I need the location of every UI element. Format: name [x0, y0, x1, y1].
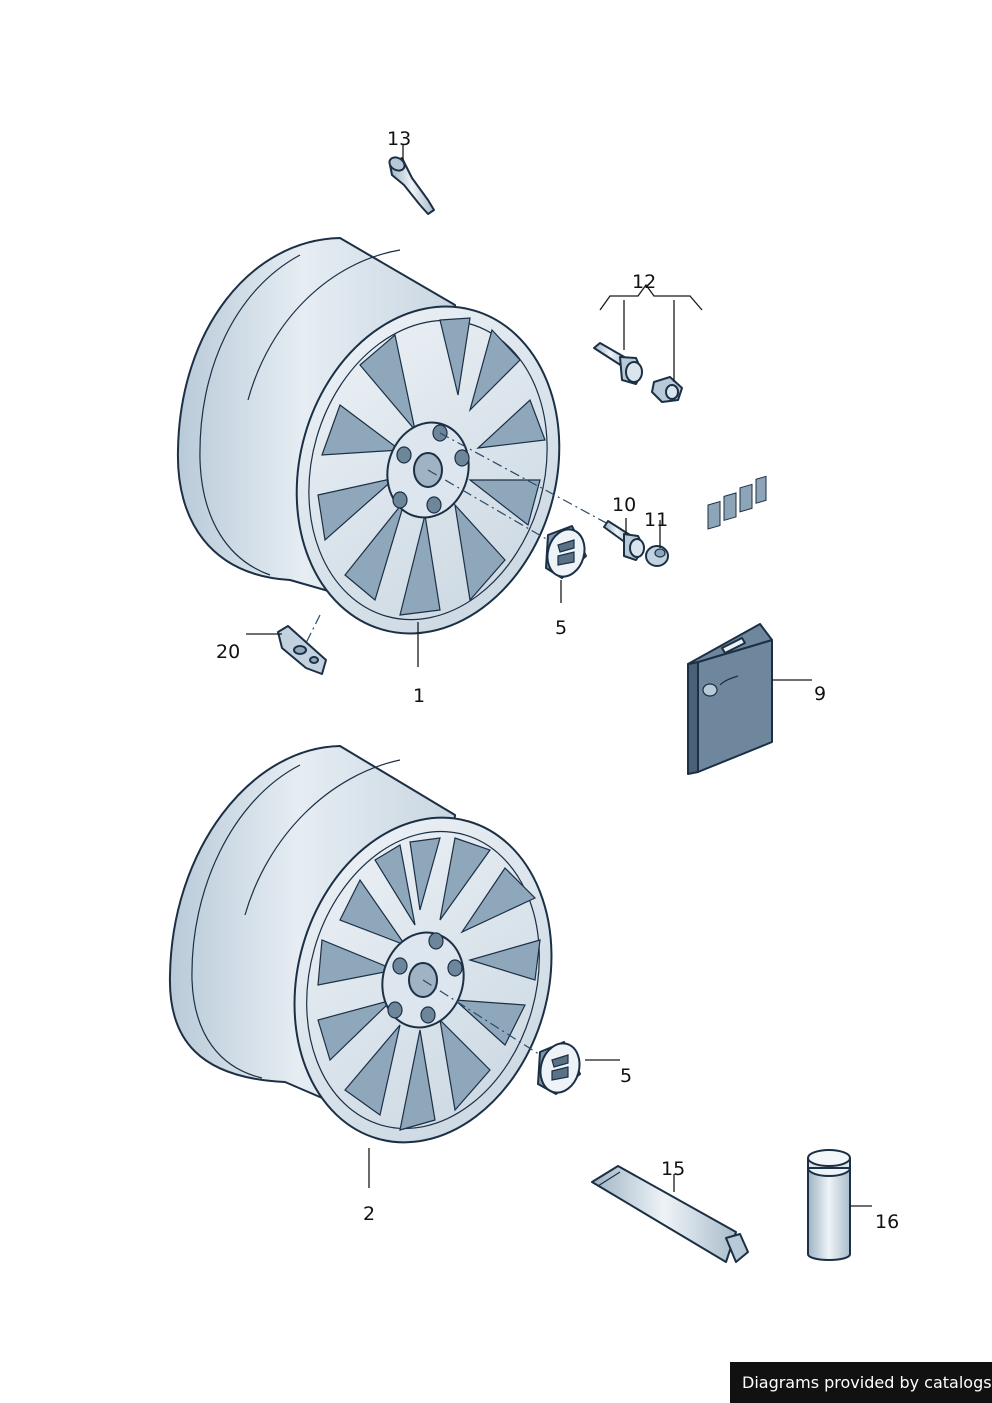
callout-5-lower: 5: [620, 1065, 632, 1087]
wheel-nut-12: [651, 376, 683, 403]
bolt-cap-11: [645, 545, 669, 567]
callout-2: 2: [363, 1203, 375, 1225]
pressure-sensor: [277, 625, 327, 675]
callout-13: 13: [387, 128, 411, 150]
wheel-bolt-12: [593, 342, 643, 385]
wheel-lock-pack: [687, 475, 773, 775]
wheel-1-windows: [317, 317, 546, 616]
wheel-2-bolt-holes: [387, 932, 463, 1024]
callout-11: 11: [644, 509, 668, 531]
callout-12: 12: [632, 271, 656, 293]
callout-labels: 13 12 10 11 5 20 1 9 5 15 2 16: [216, 128, 899, 1233]
credit-banner: Diagrams provided by catalogs parts: [730, 1362, 992, 1403]
hub-cap-2: [537, 1041, 581, 1095]
leader-lines: [246, 145, 872, 1207]
callout-5-upper: 5: [555, 617, 567, 639]
grease-tube: [591, 1165, 749, 1263]
alloy-wheel-1: [176, 237, 611, 646]
callout-16: 16: [875, 1211, 899, 1233]
callout-9: 9: [814, 683, 826, 705]
callout-1: 1: [413, 685, 425, 707]
wheel-1-bolt-holes: [392, 424, 470, 514]
alloy-wheel-2: [168, 745, 553, 1144]
callout-10: 10: [612, 494, 636, 516]
tyre-valve: [388, 156, 435, 215]
wheel-bolt-10: [603, 520, 645, 561]
cleaner-can: [807, 1149, 851, 1261]
hub-cap-1: [545, 525, 587, 579]
callout-15: 15: [661, 1158, 685, 1180]
wheel-2-windows: [317, 837, 541, 1131]
callout-20: 20: [216, 641, 240, 663]
